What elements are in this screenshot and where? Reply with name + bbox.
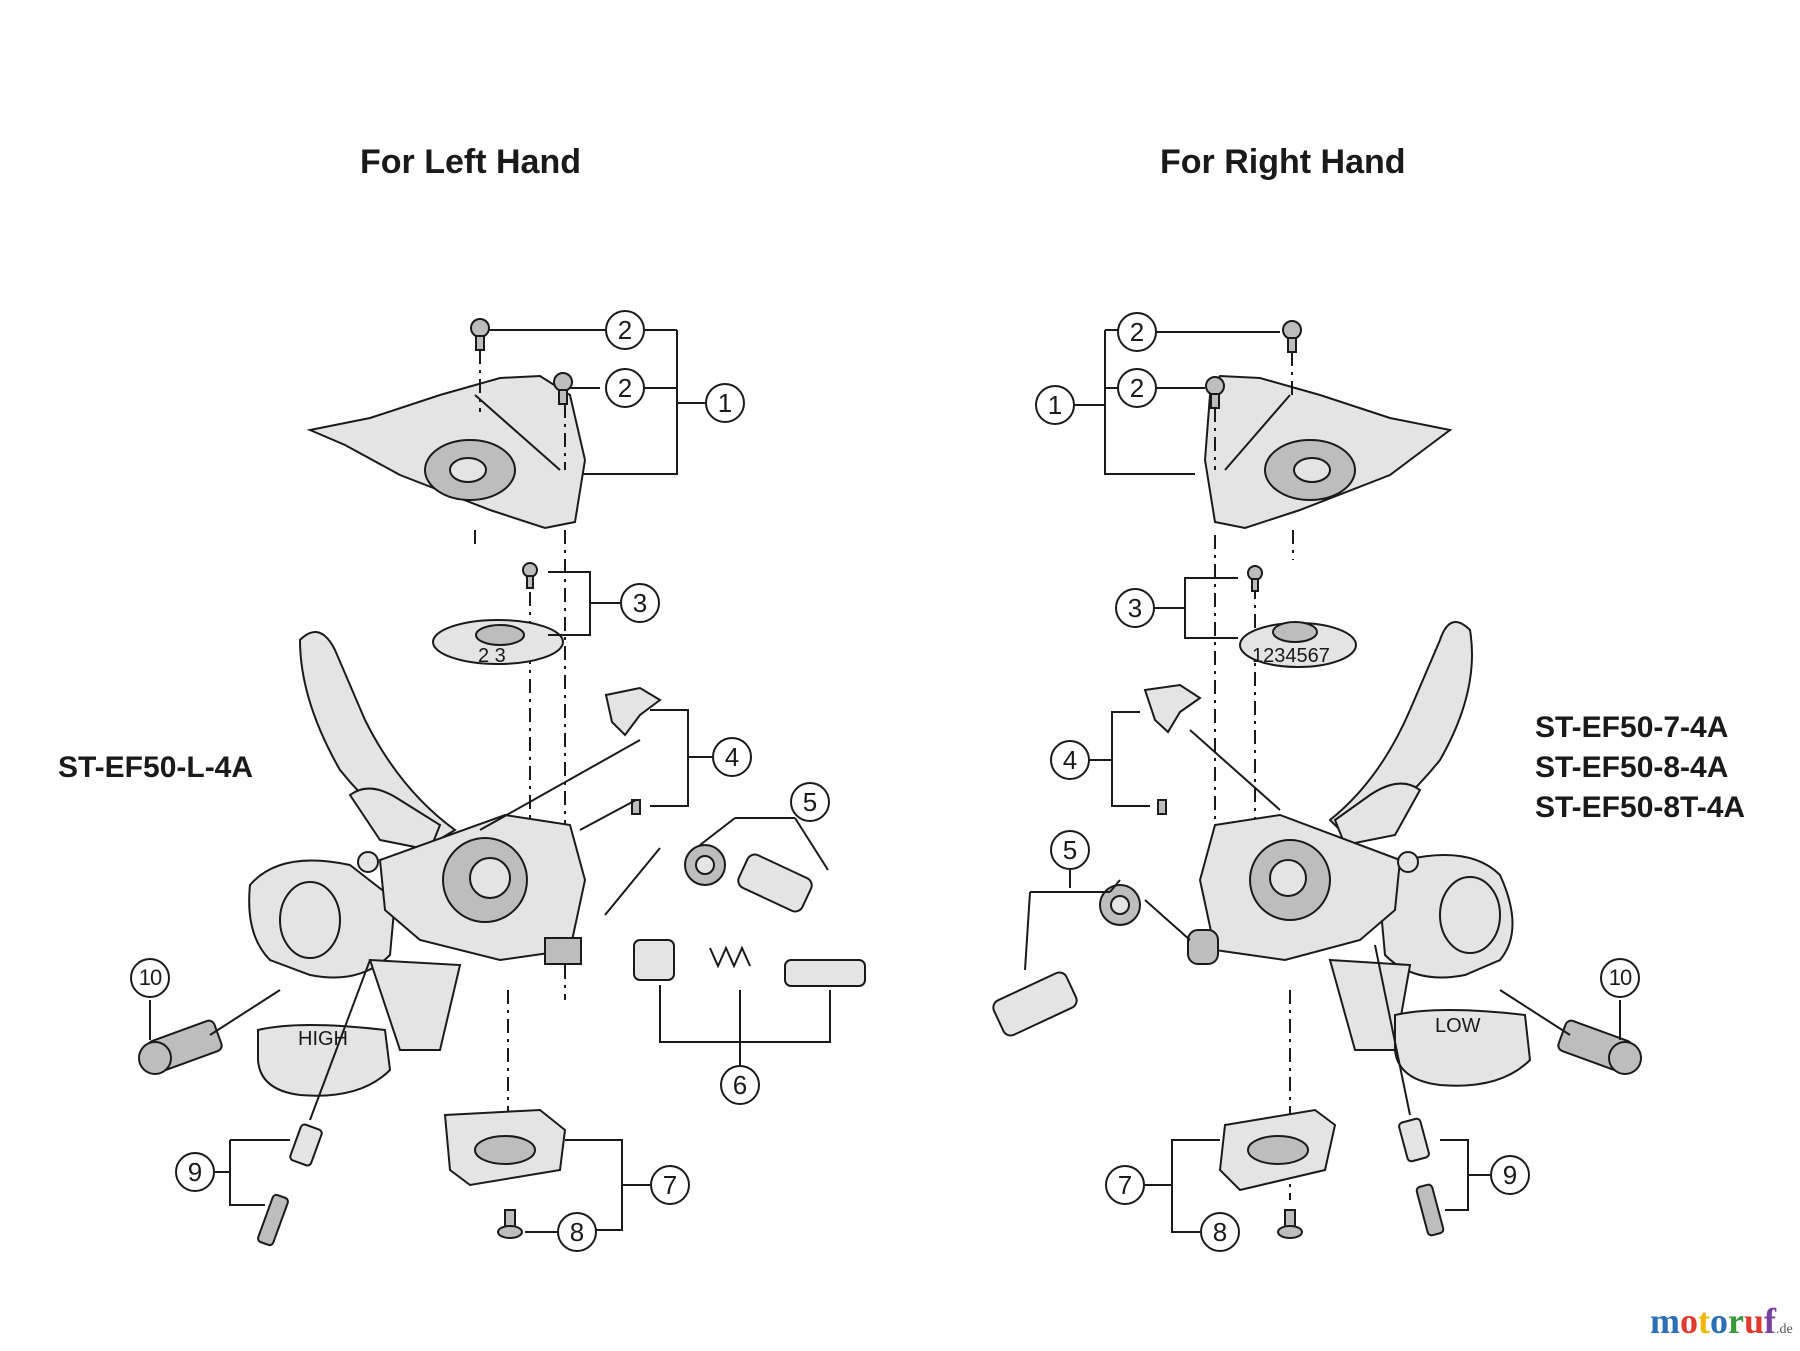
- right-gear-indicator: 1234567: [1239, 565, 1357, 668]
- left-assembly-drawing: 2 3 HIGH: [138, 318, 866, 1247]
- left-part-9: [257, 1123, 323, 1247]
- callout-left-2b: 2: [605, 368, 645, 408]
- watermark-letter: u: [1743, 1301, 1765, 1341]
- left-part-10: [138, 1019, 223, 1075]
- callout-left-8: 8: [557, 1212, 597, 1252]
- callout-right-9: 9: [1490, 1155, 1530, 1195]
- callout-right-7: 7: [1105, 1165, 1145, 1205]
- right-top-cover: [1203, 374, 1453, 530]
- left-part-6: [633, 939, 866, 987]
- right-screws-2: [1205, 320, 1302, 409]
- callout-left-7: 7: [650, 1165, 690, 1205]
- left-high-label: HIGH: [298, 1028, 348, 1050]
- left-part-8: [497, 1209, 523, 1239]
- callout-left-4: 4: [712, 737, 752, 777]
- watermark-letter: t: [1698, 1301, 1710, 1341]
- callout-left-9: 9: [175, 1152, 215, 1192]
- right-low-label: LOW: [1435, 1015, 1481, 1037]
- callout-right-4: 4: [1050, 740, 1090, 780]
- callout-left-2a: 2: [605, 310, 645, 350]
- callout-left-3: 3: [620, 583, 660, 623]
- watermark-logo: motoruf.de: [1650, 1300, 1793, 1342]
- left-gear-indicator: 2 3: [432, 562, 564, 667]
- left-gear-scale-label: 2 3: [478, 645, 506, 667]
- right-assembly-drawing: 1234567 LOW: [992, 320, 1642, 1239]
- left-part-4: [604, 686, 662, 815]
- left-shifter-body: HIGH: [248, 631, 587, 1097]
- left-top-cover: [306, 374, 587, 530]
- callout-right-1: 1: [1035, 385, 1075, 425]
- callout-left-10: 10: [130, 958, 170, 998]
- left-part-5: [684, 844, 813, 913]
- callout-right-2a: 2: [1117, 312, 1157, 352]
- watermark-letter: o: [1680, 1301, 1698, 1341]
- callout-right-2b: 2: [1117, 368, 1157, 408]
- watermark-letter: m: [1650, 1301, 1680, 1341]
- callout-right-8: 8: [1200, 1212, 1240, 1252]
- right-part-10: [1557, 1019, 1642, 1075]
- right-gear-scale-label: 1234567: [1252, 645, 1330, 667]
- right-shifter-body: LOW: [1187, 621, 1532, 1087]
- right-part-5: [992, 884, 1141, 1037]
- callout-right-5: 5: [1050, 830, 1090, 870]
- watermark-letter: r: [1728, 1301, 1744, 1341]
- watermark-brand: motoruf: [1650, 1301, 1776, 1341]
- right-model-name-1: ST-EF50-7-4A: [1535, 711, 1729, 744]
- callout-left-1: 1: [705, 383, 745, 423]
- watermark-tld: .de: [1776, 1322, 1793, 1337]
- right-part-4: [1143, 683, 1202, 815]
- callout-right-3: 3: [1115, 588, 1155, 628]
- right-model-name-3: ST-EF50-8T-4A: [1535, 791, 1746, 824]
- left-screws-2: [470, 318, 573, 405]
- callout-right-10: 10: [1600, 958, 1640, 998]
- right-part-7: [1218, 1108, 1337, 1192]
- watermark-letter: f: [1764, 1301, 1777, 1341]
- right-part-9: [1398, 1117, 1445, 1237]
- callout-left-6: 6: [720, 1065, 760, 1105]
- right-part-8: [1277, 1209, 1303, 1239]
- right-model-name-2: ST-EF50-8-4A: [1535, 751, 1729, 784]
- right-hand-heading: For Right Hand: [1160, 143, 1406, 181]
- left-hand-heading: For Left Hand: [360, 143, 581, 181]
- left-model-name: ST-EF50-L-4A: [58, 751, 254, 784]
- left-part-7: [443, 1108, 567, 1187]
- callout-left-5: 5: [790, 782, 830, 822]
- watermark-letter: o: [1710, 1301, 1728, 1341]
